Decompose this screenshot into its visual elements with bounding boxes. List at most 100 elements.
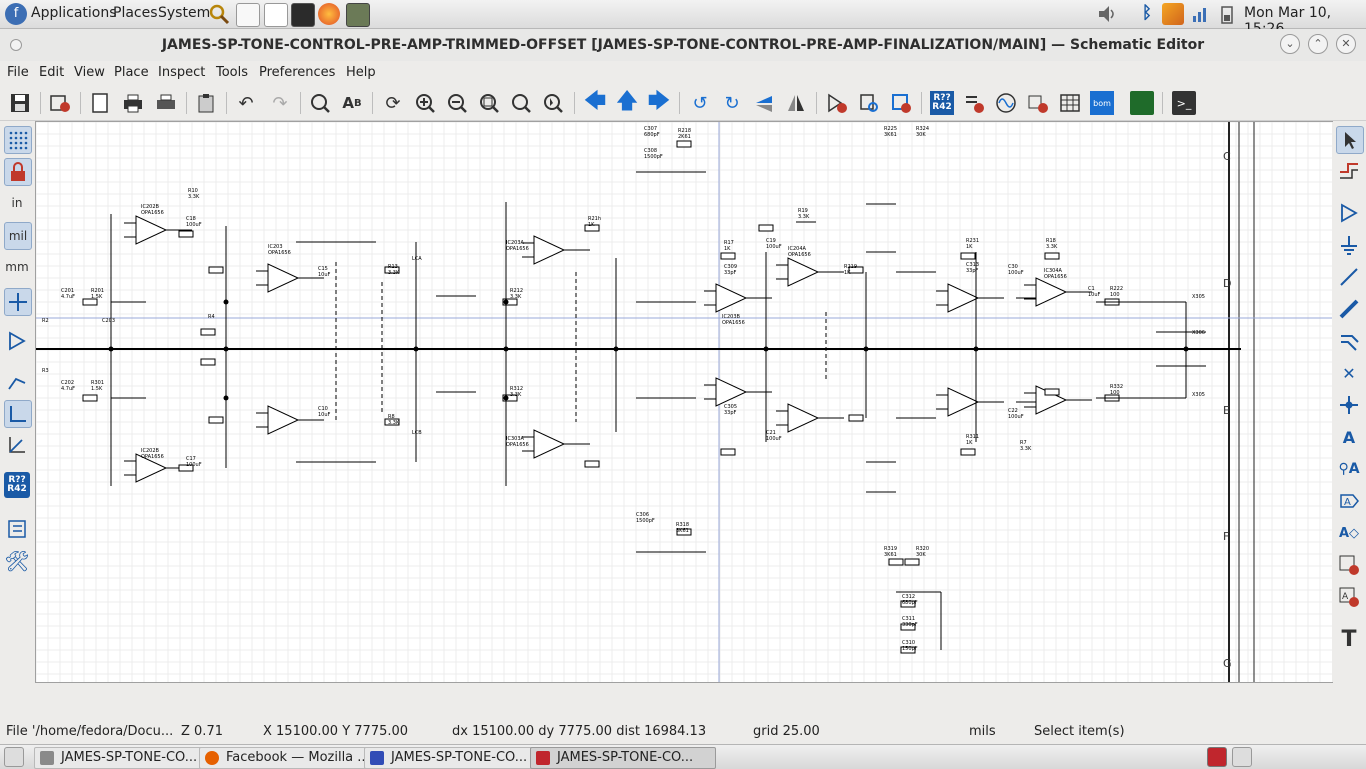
menu-file[interactable]: File (7, 65, 29, 80)
footprint-assign-icon[interactable] (889, 91, 913, 115)
scripting-console-icon[interactable]: >_ (1172, 91, 1196, 115)
wire-mode-45-icon[interactable] (4, 432, 30, 458)
wire-mode-free-icon[interactable] (4, 368, 30, 394)
add-wire-icon[interactable] (1336, 264, 1362, 290)
add-power-icon[interactable] (1336, 232, 1362, 258)
bom-icon[interactable]: bom (1090, 91, 1114, 115)
taskbar-item-firefox[interactable]: Facebook — Mozilla ... (199, 747, 385, 769)
add-label-icon[interactable]: A (1342, 427, 1356, 447)
fedora-logo-icon[interactable]: f (5, 3, 27, 25)
zoom-objects-icon[interactable] (509, 91, 533, 115)
select-icon[interactable] (1336, 126, 1364, 154)
firefox-icon[interactable] (318, 3, 340, 25)
menu-help[interactable]: Help (346, 65, 376, 80)
import-sheet-pin-icon[interactable]: A (1336, 584, 1362, 610)
full-crosshair-icon[interactable] (4, 288, 32, 316)
refresh-icon[interactable]: ⟳ (385, 92, 401, 114)
find-icon[interactable] (308, 91, 332, 115)
wire-mode-90-icon[interactable] (4, 400, 32, 428)
add-symbol-icon[interactable] (1336, 200, 1362, 226)
redo-icon[interactable]: ↷ (272, 92, 288, 114)
navigate-up-icon[interactable]: 🡅 (615, 89, 639, 114)
schematic-setup-icon[interactable] (48, 91, 72, 115)
zoom-out-icon[interactable] (445, 91, 469, 115)
zoom-in-icon[interactable] (413, 91, 437, 115)
menu-edit[interactable]: Edit (39, 65, 65, 80)
applications-menu[interactable]: Applications (31, 5, 117, 21)
close-icon[interactable]: ✕ (1336, 34, 1356, 54)
mirror-vertical-icon[interactable] (752, 91, 776, 115)
grid-overrides-icon[interactable] (4, 158, 32, 186)
search-icon[interactable] (208, 3, 230, 25)
symbol-browser-icon[interactable] (857, 91, 881, 115)
add-global-label-icon[interactable]: A (1336, 488, 1362, 514)
places-menu[interactable]: Places (113, 5, 158, 21)
units-mm-button[interactable]: mm (5, 260, 29, 274)
navigate-forward-icon[interactable]: 🡆 (647, 89, 671, 114)
paste-icon[interactable] (194, 91, 218, 115)
annotate-toggle-icon[interactable]: R?? R42 (4, 472, 30, 498)
symbol-editor-icon[interactable] (825, 91, 849, 115)
minimize-icon[interactable]: ⌄ (1280, 34, 1300, 54)
mirror-horizontal-icon[interactable] (784, 91, 808, 115)
notes-icon[interactable] (264, 3, 288, 27)
fields-table-icon[interactable] (1058, 91, 1082, 115)
workspace-switcher-icon[interactable] (1207, 747, 1227, 767)
hierarchy-navigator-icon[interactable] (4, 516, 30, 542)
annotate-icon[interactable]: R?? R42 (930, 91, 954, 115)
battery-icon[interactable] (1216, 3, 1238, 25)
save-icon[interactable] (8, 91, 32, 115)
show-pin-types-icon[interactable] (4, 328, 30, 354)
calculator-icon[interactable] (346, 3, 370, 27)
page-settings-icon[interactable] (88, 91, 112, 115)
pcb-editor-icon[interactable] (1130, 91, 1154, 115)
terminal-icon[interactable] (291, 3, 315, 27)
bluetooth-icon[interactable]: ᛒ (1141, 3, 1153, 23)
taskbar-item-file-manager[interactable]: JAMES-SP-TONE-CO... (34, 747, 220, 769)
window-menu-icon[interactable] (10, 39, 22, 51)
menu-place[interactable]: Place (114, 65, 149, 80)
taskbar-item-schematic-editor[interactable]: JAMES-SP-TONE-CO... (530, 747, 716, 769)
menu-view[interactable]: View (74, 65, 105, 80)
rotate-ccw-icon[interactable]: ↺ (692, 92, 708, 114)
add-sheet-icon[interactable] (1336, 552, 1362, 578)
add-junction-icon[interactable] (1336, 392, 1362, 418)
grid-toggle-icon[interactable] (4, 126, 32, 154)
menu-tools[interactable]: Tools (216, 65, 249, 80)
menu-inspect[interactable]: Inspect (158, 65, 206, 80)
rotate-cw-icon[interactable]: ↻ (724, 92, 740, 114)
properties-manager-icon[interactable]: 🛠 (4, 549, 30, 573)
undo-icon[interactable]: ↶ (238, 92, 254, 114)
add-bus-entry-icon[interactable] (1336, 328, 1362, 354)
units-inches-button[interactable]: in (11, 196, 23, 210)
add-bus-icon[interactable] (1336, 296, 1362, 322)
units-mils-button[interactable]: mil (4, 222, 32, 250)
show-desktop-icon[interactable] (4, 747, 24, 767)
plot-icon[interactable] (154, 91, 178, 115)
menu-preferences[interactable]: Preferences (259, 65, 336, 80)
maximize-icon[interactable]: ⌃ (1308, 34, 1328, 54)
volume-icon[interactable] (1096, 3, 1118, 25)
no-connect-icon[interactable]: ✕ (1342, 363, 1356, 383)
package-updater-icon[interactable] (1162, 3, 1184, 25)
system-menu[interactable]: System (158, 5, 211, 21)
zoom-fit-icon[interactable] (477, 91, 501, 115)
navigate-back-icon[interactable]: 🡄 (583, 89, 607, 114)
taskbar-item-kicad[interactable]: JAMES-SP-TONE-CO... (364, 747, 550, 769)
schematic-drawing[interactable]: CDEFGIC202BOPA1656R103.3KC18100uFC2014.7… (36, 122, 1332, 682)
zoom-selection-icon[interactable] (541, 91, 565, 115)
netlist-icon[interactable] (1026, 91, 1050, 115)
add-net-class-icon[interactable]: ⚲A (1338, 461, 1360, 477)
simulator-icon[interactable] (994, 91, 1018, 115)
erc-icon[interactable] (962, 91, 986, 115)
add-text-icon[interactable]: T (1341, 626, 1357, 652)
window-title-bar[interactable]: JAMES-SP-TONE-CONTROL-PRE-AMP-TRIMMED-OF… (0, 29, 1366, 61)
highlight-net-icon[interactable] (1336, 158, 1362, 184)
print-icon[interactable] (121, 91, 145, 115)
text-editor-icon[interactable] (236, 3, 260, 27)
workspace-2[interactable] (1232, 747, 1252, 767)
add-hierarchical-label-icon[interactable]: A◇ (1338, 525, 1360, 541)
network-icon[interactable] (1190, 3, 1212, 25)
